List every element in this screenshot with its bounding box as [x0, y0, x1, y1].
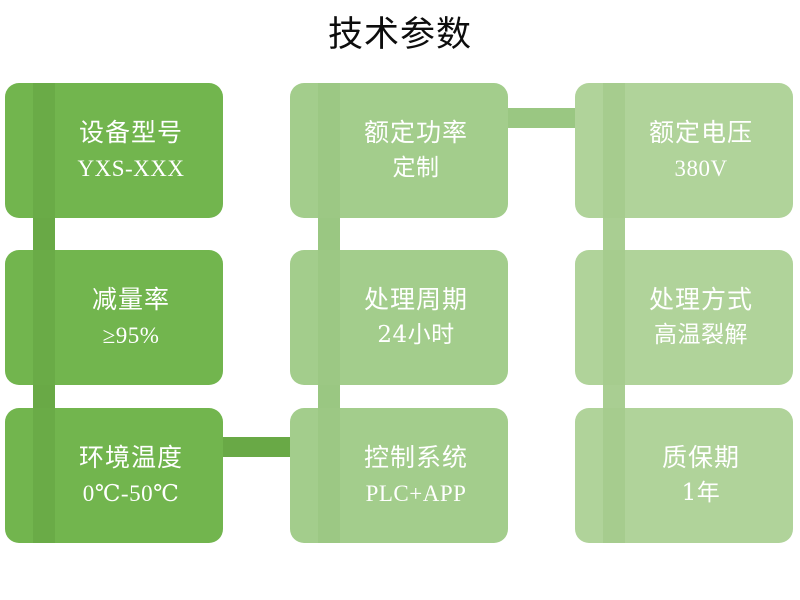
param-card-reduction-rate[interactable]: 减量率 ≥95% [5, 250, 223, 385]
card-text-block: 额定电压 380V [575, 116, 793, 185]
card-value: YXS-XXX [77, 156, 185, 181]
param-card-control-system[interactable]: 控制系统 PLC+APP [290, 408, 508, 543]
card-value: ≥95% [102, 323, 160, 348]
card-value: PLC+APP [365, 481, 467, 506]
card-text-block: 额定功率定制 [290, 116, 508, 185]
card-text-block: 处理方式高温裂解 [575, 283, 793, 352]
card-text-block: 减量率 ≥95% [5, 283, 223, 352]
card-value: 定制 [392, 155, 440, 181]
card-value: 0℃-50℃ [82, 481, 180, 506]
param-card-warranty-period[interactable]: 质保期 1年 [575, 408, 793, 543]
card-text-block: 环境温度 0℃-50℃ [5, 441, 223, 510]
card-value: 24小时 [377, 322, 455, 348]
card-text-block: 控制系统 PLC+APP [290, 441, 508, 510]
card-value: 1年 [681, 480, 721, 506]
card-title: 控制系统 [363, 443, 468, 472]
card-title: 额定电压 [648, 118, 753, 147]
param-card-ambient-temp[interactable]: 环境温度 0℃-50℃ [5, 408, 223, 543]
card-title: 处理方式 [648, 285, 753, 314]
card-text-block: 质保期 1年 [575, 441, 793, 510]
card-text-block: 设备型号 YXS-XXX [5, 116, 223, 185]
card-value: 高温裂解 [654, 322, 748, 348]
card-title: 处理周期 [363, 285, 468, 314]
card-title: 质保期 [661, 443, 740, 472]
card-value: 380V [674, 156, 728, 181]
param-card-treatment-method[interactable]: 处理方式高温裂解 [575, 250, 793, 385]
card-title: 额定功率 [363, 118, 468, 147]
card-title: 减量率 [91, 285, 170, 314]
param-card-rated-power[interactable]: 额定功率定制 [290, 83, 508, 218]
param-card-treatment-cycle[interactable]: 处理周期 24小时 [290, 250, 508, 385]
param-card-device-model[interactable]: 设备型号 YXS-XXX [5, 83, 223, 218]
param-card-rated-voltage[interactable]: 额定电压 380V [575, 83, 793, 218]
card-title: 设备型号 [78, 118, 183, 147]
card-text-block: 处理周期 24小时 [290, 283, 508, 352]
page-title: 技术参数 [327, 15, 472, 55]
card-title: 环境温度 [78, 443, 183, 472]
